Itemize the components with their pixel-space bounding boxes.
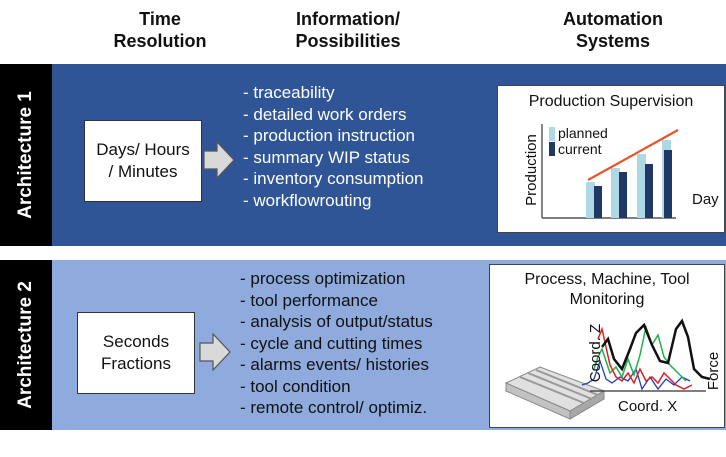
time-resolution-box-1: Days/ Hours / Minutes — [84, 120, 202, 202]
list-item: - process optimization — [240, 269, 406, 288]
legend-current-swatch — [549, 142, 555, 156]
header-automation-systems: Automation Systems — [563, 9, 663, 51]
list-item: - remote control/ optimiz. — [240, 398, 428, 417]
list-item: - inventory consumption — [243, 169, 424, 188]
list-item: - analysis of output/status — [240, 312, 433, 331]
architecture-2-band: Architecture 2 Seconds Fractions - proce… — [0, 260, 726, 430]
production-chart: planned current Production Day — [523, 124, 719, 219]
legend-planned-label: planned — [558, 125, 608, 141]
process-monitoring-panel: Process, Machine, Tool Monitoring Coord.… — [489, 264, 725, 428]
panel-title: Process, Machine, Tool Monitoring — [524, 271, 690, 308]
red-trace — [597, 326, 693, 390]
information-list-2: - process optimization - tool performanc… — [240, 268, 433, 419]
arrow-right-icon — [203, 141, 235, 179]
architecture-1-label: Architecture 1 — [15, 91, 36, 219]
x-axis-label: Coord. X — [618, 398, 677, 415]
black-trace — [601, 318, 711, 381]
current-bar — [664, 150, 672, 218]
information-list-1: - traceability - detailed work orders - … — [243, 82, 423, 211]
architecture-1-band: Architecture 1 Days/ Hours / Minutes - t… — [0, 64, 726, 246]
header-information-possibilities: Information/ Possibilities — [295, 9, 401, 51]
list-item: - alarms events/ histories — [240, 355, 429, 374]
blue-trace — [581, 358, 691, 391]
y-axis-label-right: Force — [705, 352, 722, 390]
header-time-resolution: Time Resolution — [113, 9, 207, 51]
legend-current-label: current — [558, 141, 602, 157]
y-axis-label: Production — [523, 134, 540, 206]
monitoring-chart: Coord. Z Coord. X Force — [504, 318, 722, 420]
list-item: - detailed work orders — [243, 104, 407, 124]
green-trace — [593, 324, 687, 382]
current-bar — [594, 186, 602, 218]
list-item: - summary WIP status — [243, 147, 410, 167]
panel-title: Production Supervision — [528, 93, 694, 110]
list-item: - traceability — [243, 83, 335, 102]
trend-line — [587, 129, 679, 181]
planned-bar — [586, 182, 595, 218]
current-bar — [619, 172, 627, 218]
architecture-1-lane: Architecture 1 — [0, 64, 52, 246]
architecture-2-label: Architecture 2 — [15, 281, 36, 409]
planned-bar — [637, 154, 646, 218]
arrow-right-icon — [199, 333, 231, 371]
legend-planned-swatch — [549, 127, 555, 141]
time-resolution-box-2: Seconds Fractions — [77, 312, 195, 394]
list-item: - cycle and cutting times — [240, 333, 423, 353]
architecture-2-lane: Architecture 2 — [0, 260, 52, 430]
current-bar — [645, 164, 653, 218]
list-item: - production instruction — [243, 126, 415, 145]
list-item: - tool performance — [240, 290, 378, 310]
planned-bar — [611, 168, 620, 218]
list-item: - tool condition — [240, 376, 351, 396]
production-supervision-panel: Production Supervision planned current P… — [497, 85, 725, 233]
y-axis-label: Coord. Z — [587, 324, 604, 382]
list-item: - workflowrouting — [243, 190, 372, 210]
x-axis-label: Day — [692, 191, 719, 208]
